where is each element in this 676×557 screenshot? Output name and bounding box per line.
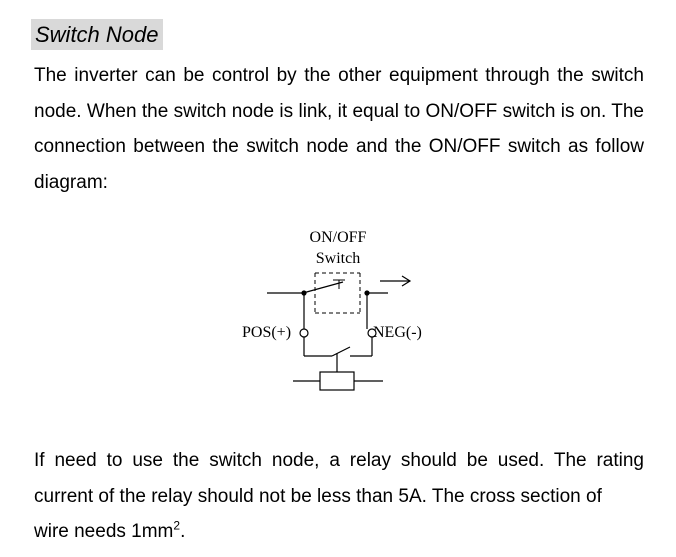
switch-dashed-box	[314, 272, 361, 314]
arrow-right-icon	[380, 275, 412, 287]
relay-note-last-line: wire needs 1mm2.	[34, 514, 644, 550]
relay-note-end: .	[180, 521, 186, 543]
pos-terminal	[299, 328, 309, 338]
relay-note-main: If need to use the switch node, a relay …	[34, 450, 644, 507]
neg-terminal	[367, 328, 377, 338]
relay-note-superscript: 2	[173, 519, 181, 534]
switch-label-line2: Switch	[316, 250, 360, 267]
neg-label: NEG(-)	[373, 324, 422, 341]
upper-switch-symbol	[267, 281, 388, 296]
pos-label: POS(+)	[242, 324, 291, 341]
switch-label-line1: ON/OFF	[310, 229, 367, 246]
relay-contact-symbol	[303, 337, 373, 372]
switch-actuator	[333, 279, 345, 289]
switch-node-diagram: ON/OFF Switch POS(+) NEG(-)	[242, 229, 422, 391]
intro-paragraph: The inverter can be control by the other…	[34, 65, 644, 194]
relay-note-paragraph: If need to use the switch node, a relay …	[34, 443, 644, 550]
terminal-leads	[299, 293, 377, 338]
relay-note-wire: wire needs 1mm	[34, 521, 174, 543]
relay-coil-symbol	[293, 371, 383, 391]
section-heading: Switch Node	[31, 19, 163, 50]
